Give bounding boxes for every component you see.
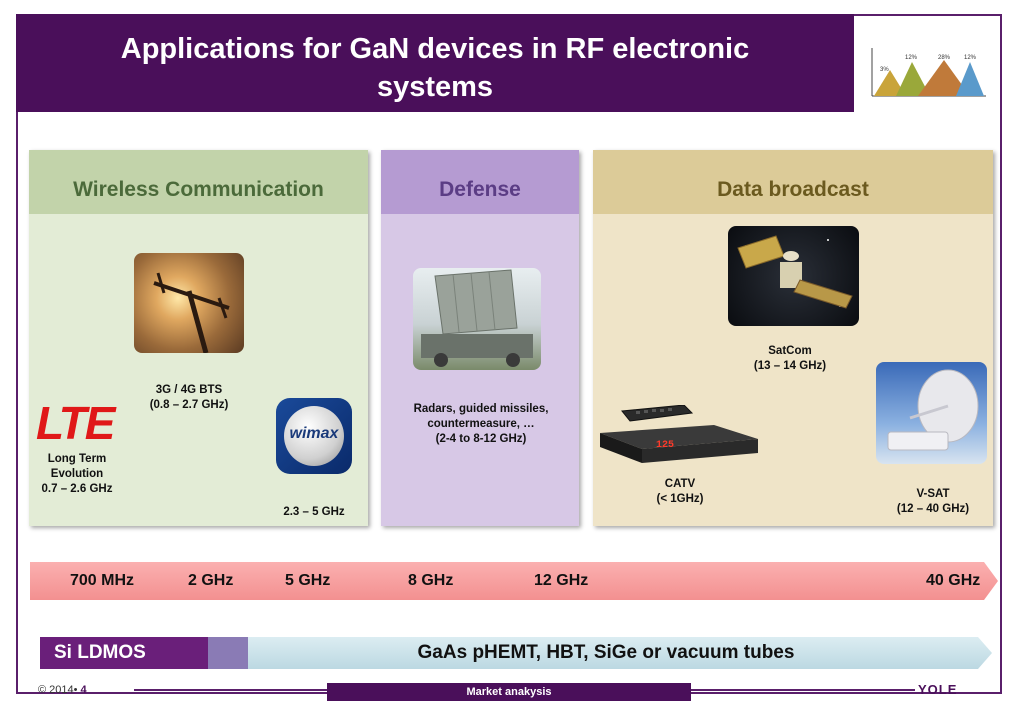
technology-arrow <box>40 637 992 669</box>
footer-section: Market anakysis <box>327 683 691 701</box>
thumb-label-3: 28% <box>938 55 951 61</box>
chart-thumbnail-icon: 3% 12% 28% 12% <box>871 48 986 97</box>
freq-12ghz: 12 GHz <box>534 572 589 589</box>
thumb-label-2: 12% <box>905 55 918 61</box>
yole-logo: YOLE <box>918 682 958 697</box>
broadcast-panel: Data broadcast <box>593 150 993 526</box>
si-transition-block <box>208 637 248 669</box>
footer-rule-left <box>134 689 327 691</box>
wireless-heading: Wireless Communication <box>29 150 368 214</box>
title-line-2: systems <box>376 71 494 103</box>
lte-logo: LTE <box>36 397 115 449</box>
gaas-label: GaAs pHEMT, HBT, SiGe or vacuum tubes <box>417 642 795 663</box>
thumb-label-1: 3% <box>880 67 889 73</box>
catv-display: 125 <box>656 440 675 451</box>
satellite-image <box>728 226 859 326</box>
footer-rule-right <box>691 689 915 691</box>
title-line-1: Applications for GaN devices in RF elect… <box>120 33 750 65</box>
freq-40ghz: 40 GHz <box>926 572 981 589</box>
radar-image <box>413 268 541 370</box>
broadcast-heading: Data broadcast <box>593 150 993 214</box>
slide-title: Applications for GaN devices in RF elect… <box>16 30 854 106</box>
defense-heading: Defense <box>381 150 579 214</box>
freq-8ghz: 8 GHz <box>408 572 454 589</box>
wimax-label: 2.3 – 5 GHz <box>283 506 345 518</box>
si-ldmos-label: Si LDMOS <box>40 637 208 669</box>
page-number: 4 <box>80 684 87 696</box>
freq-2ghz: 2 GHz <box>188 572 234 589</box>
vsat-label: V-SAT (12 – 40 GHz) <box>896 488 970 515</box>
vsat-image <box>876 362 987 464</box>
freq-5ghz: 5 GHz <box>285 572 331 589</box>
frequency-arrow <box>30 562 998 600</box>
catv-box-image: 125 <box>596 404 760 465</box>
radar-label: Radars, guided missiles, countermeasure,… <box>413 403 549 445</box>
satcom-label: SatCom (13 – 14 GHz) <box>753 345 827 372</box>
footer-copyright: © 2014• 4 <box>38 684 87 696</box>
freq-700mhz: 700 MHz <box>70 572 135 589</box>
thumb-label-4: 12% <box>964 55 977 61</box>
wimax-logo-text: wimax <box>289 425 339 442</box>
catv-label: CATV (< 1GHz) <box>656 478 704 505</box>
bts-label: 3G / 4G BTS (0.8 – 2.7 GHz) <box>149 384 229 411</box>
title-bar: Applications for GaN devices in RF elect… <box>16 14 854 112</box>
bts-antenna-image <box>134 253 244 353</box>
wimax-logo: wimax <box>276 398 352 474</box>
lte-label: Long Term Evolution 0.7 – 2.6 GHz <box>41 453 113 495</box>
